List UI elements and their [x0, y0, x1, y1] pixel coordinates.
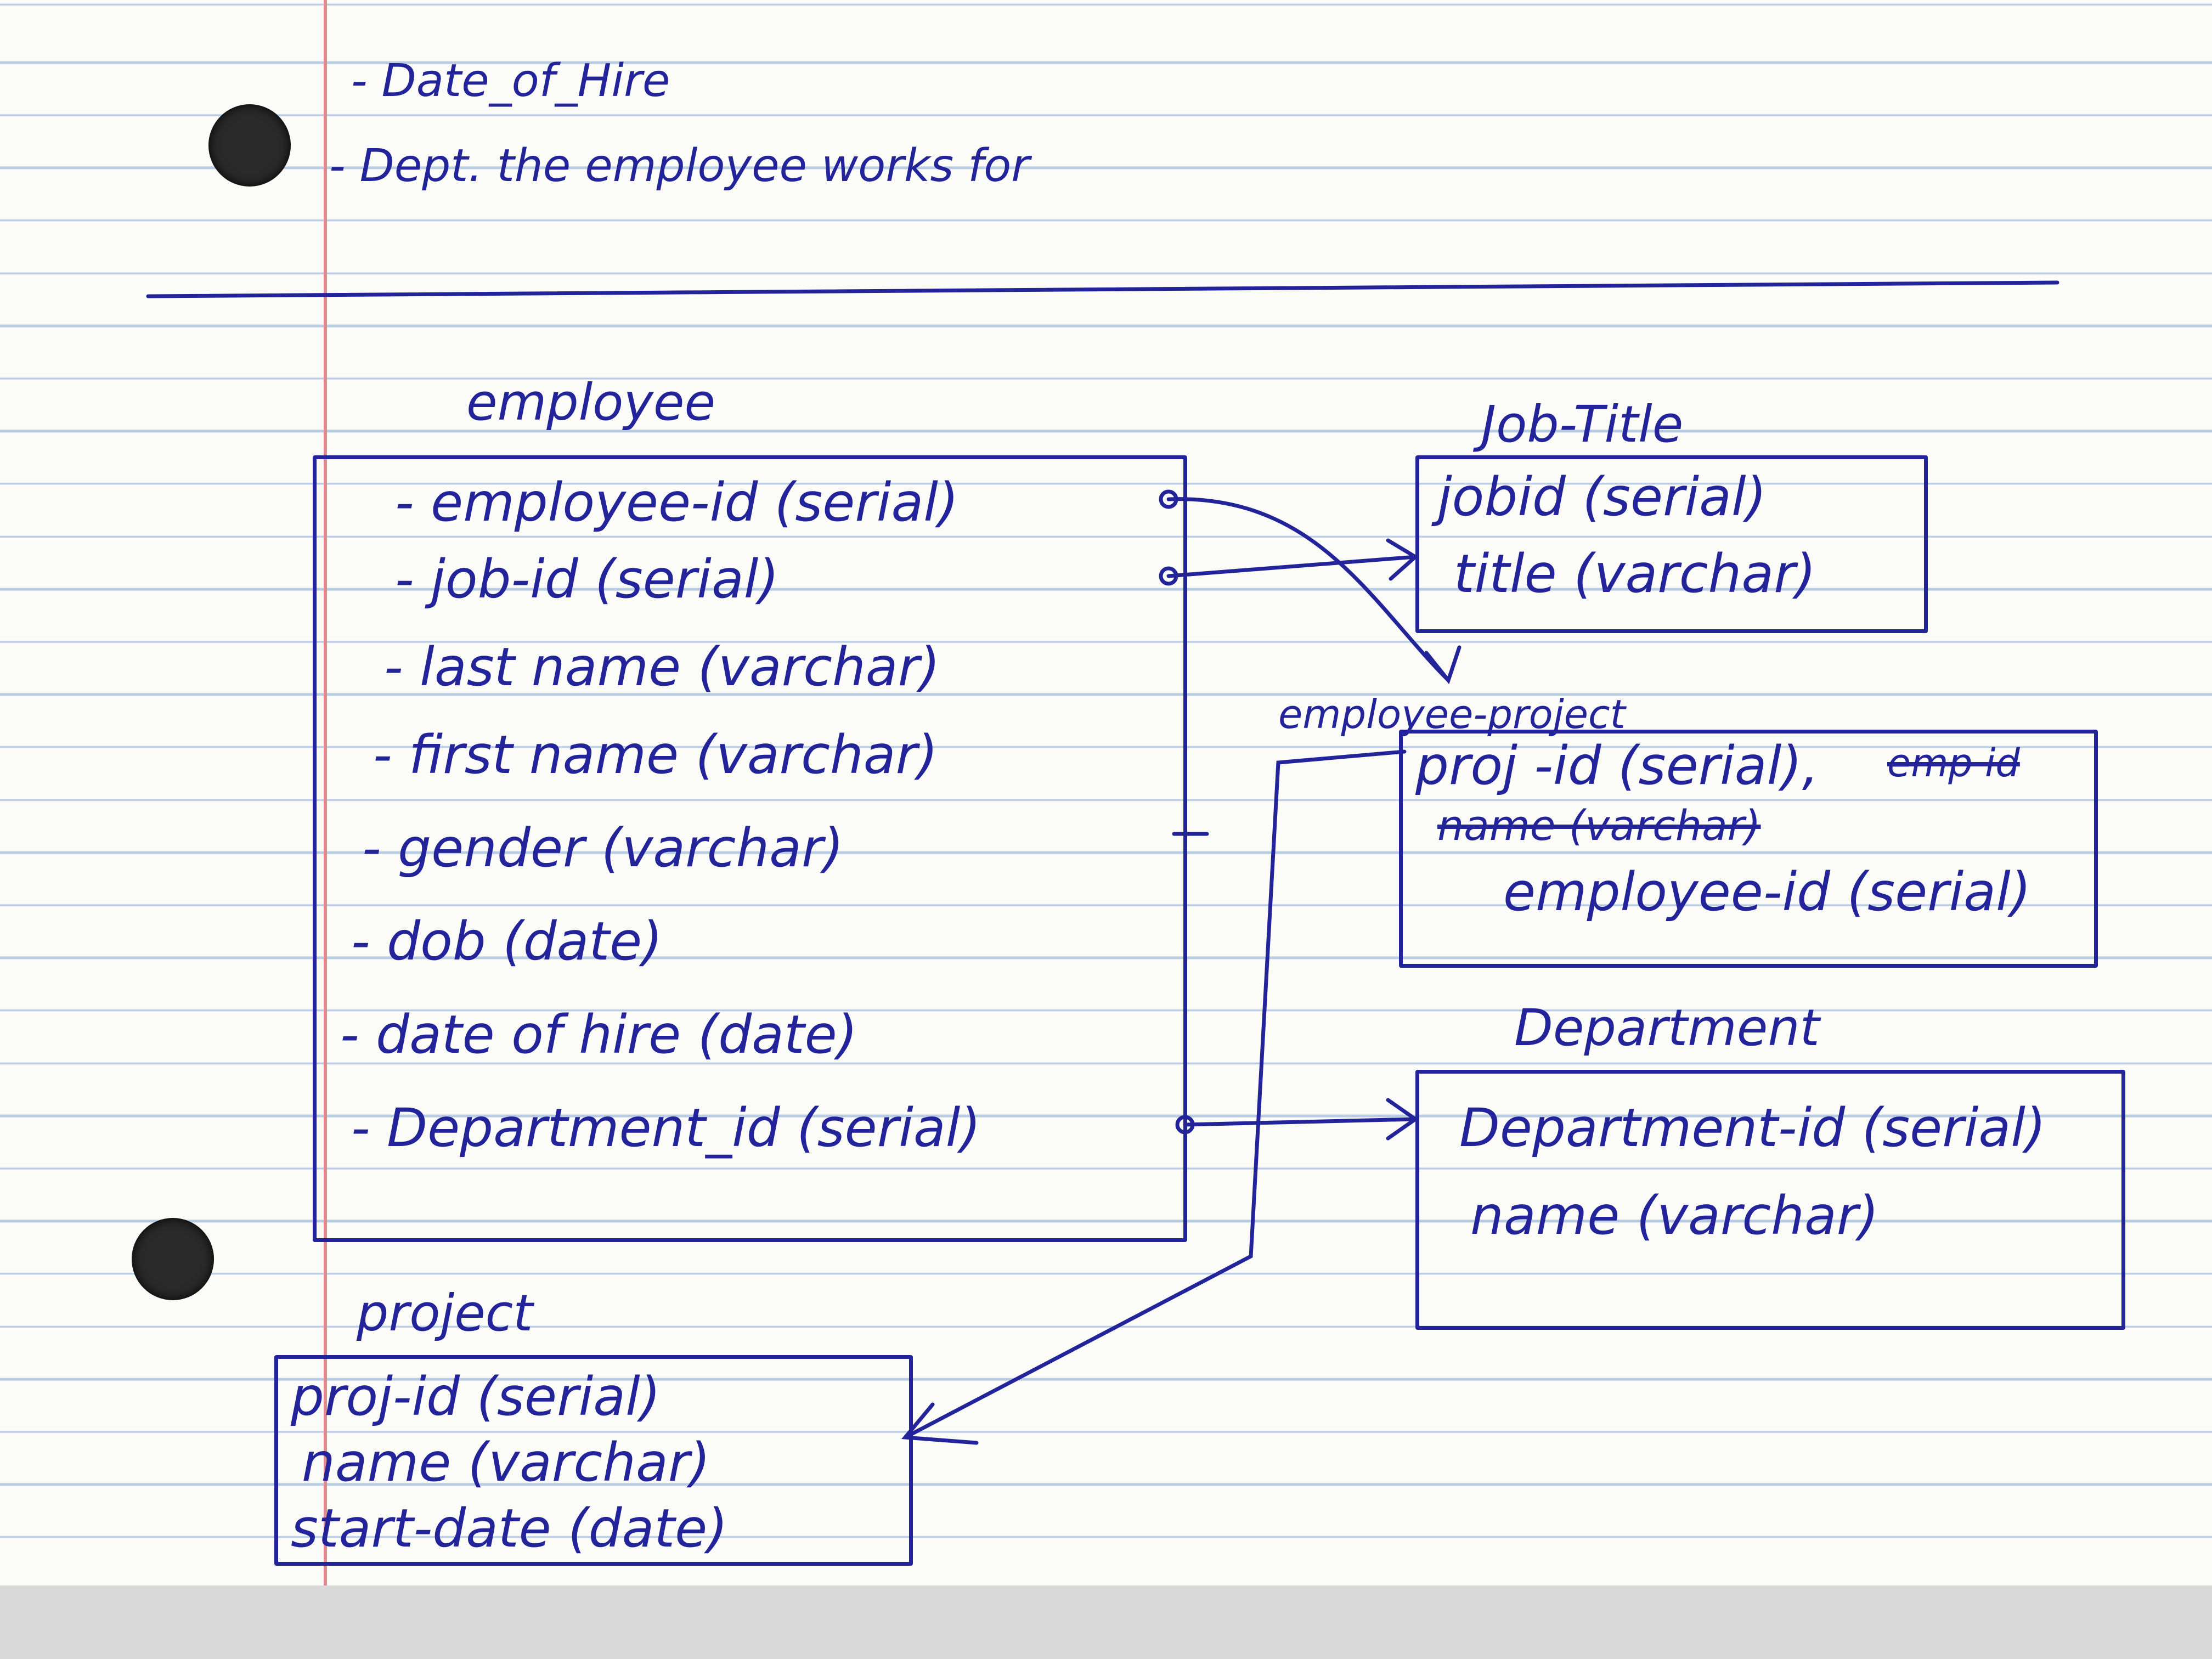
job-title-field: jobid (serial)	[1437, 466, 1767, 528]
project-field: proj-id (serial)	[291, 1366, 661, 1427]
employee-field: - date of hire (date)	[340, 1004, 858, 1065]
relation-line	[1183, 1117, 1418, 1127]
employee-project-field: proj -id (serial),	[1415, 735, 1819, 797]
notebook-paper	[0, 0, 2212, 1585]
divider-line	[146, 280, 2059, 298]
employee-project-struck-field: emp id	[1887, 741, 2020, 786]
employee-entity	[313, 455, 1187, 1242]
binder-hole	[132, 1218, 214, 1300]
employee-project-field: employee-id (serial)	[1503, 861, 2032, 923]
employee-field: - gender (varchar)	[362, 817, 844, 879]
employee-field: - last name (varchar)	[384, 636, 940, 698]
department-entity	[1415, 1070, 2125, 1330]
employee-field: - first name (varchar)	[373, 724, 938, 786]
project-field: start-date (date)	[291, 1498, 728, 1559]
note-date-of-hire: - Date_of_Hire	[351, 55, 670, 107]
job-title-entity	[1415, 455, 1928, 633]
employee-field: - Department_id (serial)	[351, 1097, 981, 1159]
note-dept: - Dept. the employee works for	[329, 140, 1030, 192]
job-title-field: title (varchar)	[1454, 543, 1816, 605]
employee-field: - dob (date)	[351, 911, 663, 972]
arrowhead	[901, 1402, 979, 1445]
employee-field: - employee-id (serial)	[395, 472, 959, 533]
relation-line	[1166, 555, 1418, 578]
employee-title: employee	[466, 373, 716, 432]
department-title: Department	[1514, 998, 1820, 1057]
employee-field: - job-id (serial)	[395, 549, 779, 610]
project-entity	[274, 1355, 913, 1566]
department-field: Department-id (serial)	[1459, 1097, 2046, 1159]
binder-hole	[208, 104, 291, 187]
project-title: project	[357, 1284, 533, 1342]
department-field: name (varchar)	[1470, 1185, 1879, 1246]
relation-line	[903, 749, 1407, 1440]
job-title-title: Job-Title	[1481, 395, 1684, 454]
arrowhead	[1424, 645, 1462, 685]
margin-line	[324, 0, 327, 1585]
employee-project-struck-field: name (varchar)	[1437, 801, 1761, 850]
project-field: name (varchar)	[302, 1432, 710, 1493]
relation-line	[1166, 497, 1451, 682]
employee-project-entity	[1399, 730, 2098, 968]
